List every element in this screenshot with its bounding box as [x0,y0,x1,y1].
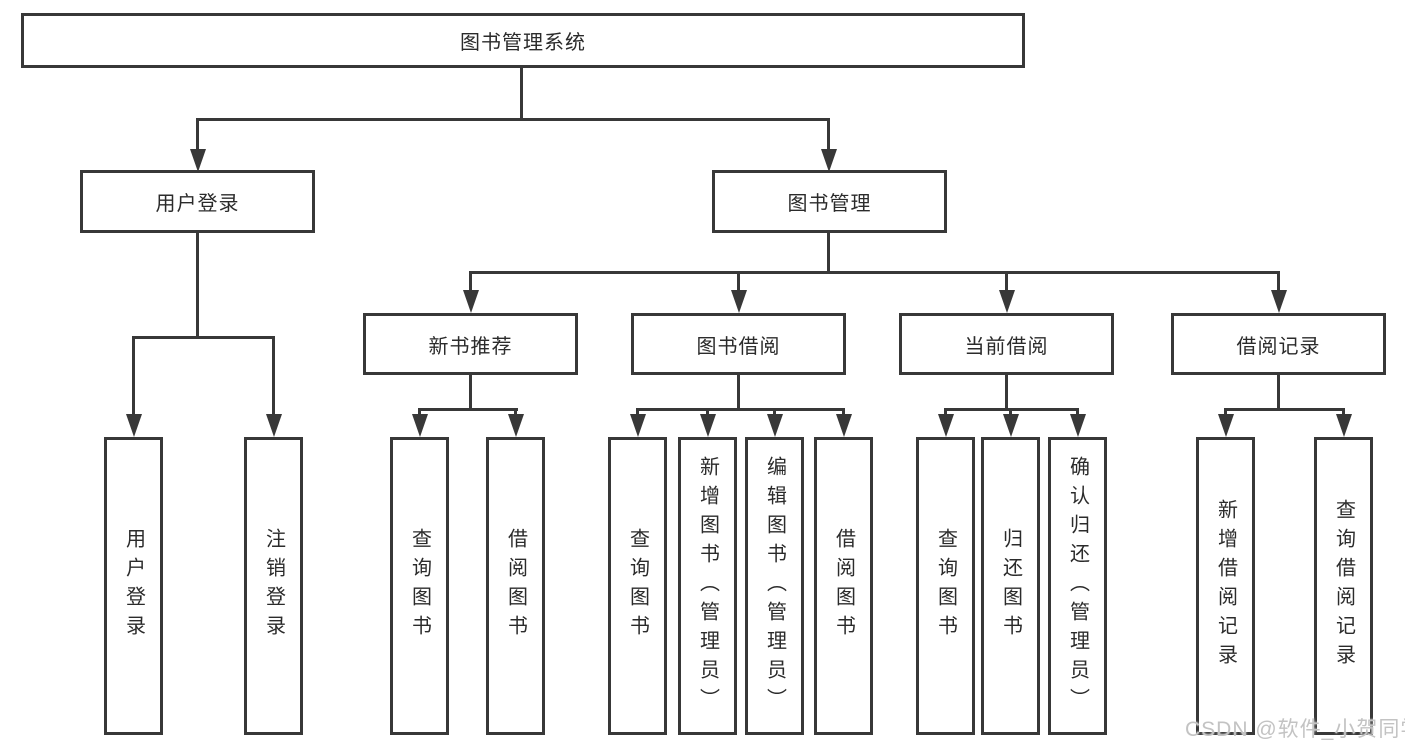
node-label: 图书管理 [787,193,872,215]
leaf-add-borrow-record: 新增借阅记录 [1196,437,1255,735]
arrow-down-icon [821,149,837,172]
connector-line [469,271,472,292]
arrow-down-icon [938,414,954,437]
arrow-down-icon [731,290,747,313]
node-book-management: 图书管理 [712,170,947,233]
connector-line [1342,408,1345,416]
node-new-book-recommend: 新书推荐 [363,313,578,375]
connector-line [773,408,776,416]
node-user-login: 用户登录 [80,170,315,233]
node-label: 借阅记录 [1236,335,1321,358]
arrow-down-icon [1336,414,1352,437]
node-label: 图书管理系统 [460,32,586,54]
arrow-down-icon [700,414,716,437]
connector-line [196,118,199,150]
connector-line [418,408,421,416]
node-label: 图书借阅 [696,335,781,358]
leaf-label: 查询图书 [934,528,957,644]
node-current-borrowing: 当前借阅 [899,313,1114,375]
connector-line [1005,271,1008,292]
leaf-label: 查询图书 [626,528,649,644]
connector-line [1076,408,1079,416]
leaf-label: 新增图书（管理员） [696,455,719,717]
leaf-label: 编辑图书（管理员） [763,455,786,717]
csdn-watermark: CSDN @软件_小贺同学 [1185,718,1405,741]
connector-line [842,408,845,416]
leaf-label: 归还图书 [999,528,1022,644]
leaf-label: 查询借阅记录 [1332,499,1355,673]
connector-line [1005,375,1008,408]
connector-line [1277,375,1280,408]
connector-line [1224,408,1227,416]
leaf-query-books-recommend: 查询图书 [390,437,449,735]
arrow-down-icon [1070,414,1086,437]
arrow-down-icon [1003,414,1019,437]
connector-line [706,408,709,416]
connector-line [272,336,275,416]
connector-line [418,408,518,411]
leaf-query-borrow-record: 查询借阅记录 [1314,437,1373,735]
connector-line [944,408,947,416]
arrow-down-icon [767,414,783,437]
node-borrow-records: 借阅记录 [1171,313,1386,375]
arrow-down-icon [1271,290,1287,313]
connector-line [132,336,135,416]
arrow-down-icon [266,414,282,437]
arrow-down-icon [999,290,1015,313]
connector-line [469,375,472,408]
arrow-down-icon [412,414,428,437]
connector-line [827,233,830,271]
connector-line [1224,408,1345,411]
leaf-edit-book-admin: 编辑图书（管理员） [745,437,804,735]
leaf-label: 用户登录 [122,528,145,644]
connector-line [737,271,740,292]
node-label: 当前借阅 [964,335,1049,358]
connector-line [737,375,740,408]
connector-line [636,408,845,411]
leaf-logout: 注销登录 [244,437,303,735]
node-label: 新书推荐 [428,335,513,358]
arrow-down-icon [463,290,479,313]
arrow-down-icon [190,149,206,172]
node-label: 用户登录 [155,193,240,215]
connector-line [1009,408,1012,416]
arrow-down-icon [836,414,852,437]
connector-line [514,408,517,416]
connector-line [1277,271,1280,292]
connector-line [196,233,199,336]
leaf-borrow-books-borrowing: 借阅图书 [814,437,873,735]
arrow-down-icon [630,414,646,437]
leaf-query-books-current: 查询图书 [916,437,975,735]
leaf-borrow-books-recommend: 借阅图书 [486,437,545,735]
leaf-return-books: 归还图书 [981,437,1040,735]
arrow-down-icon [1218,414,1234,437]
leaf-label: 新增借阅记录 [1214,499,1237,673]
leaf-label: 借阅图书 [832,528,855,644]
leaf-query-books-borrowing: 查询图书 [608,437,667,735]
connector-line [827,118,830,150]
connector-line [196,118,830,121]
node-library-management-system: 图书管理系统 [21,13,1025,68]
leaf-label: 注销登录 [262,528,285,644]
leaf-label: 借阅图书 [504,528,527,644]
node-book-borrowing: 图书借阅 [631,313,846,375]
connector-line [520,68,523,118]
arrow-down-icon [508,414,524,437]
connector-line [636,408,639,416]
leaf-confirm-return-admin: 确认归还（管理员） [1048,437,1107,735]
connector-line [469,271,1280,274]
leaf-user-login: 用户登录 [104,437,163,735]
leaf-label: 查询图书 [408,528,431,644]
leaf-label: 确认归还（管理员） [1066,455,1089,717]
leaf-add-book-admin: 新增图书（管理员） [678,437,737,735]
arrow-down-icon [126,414,142,437]
connector-line [132,336,275,339]
